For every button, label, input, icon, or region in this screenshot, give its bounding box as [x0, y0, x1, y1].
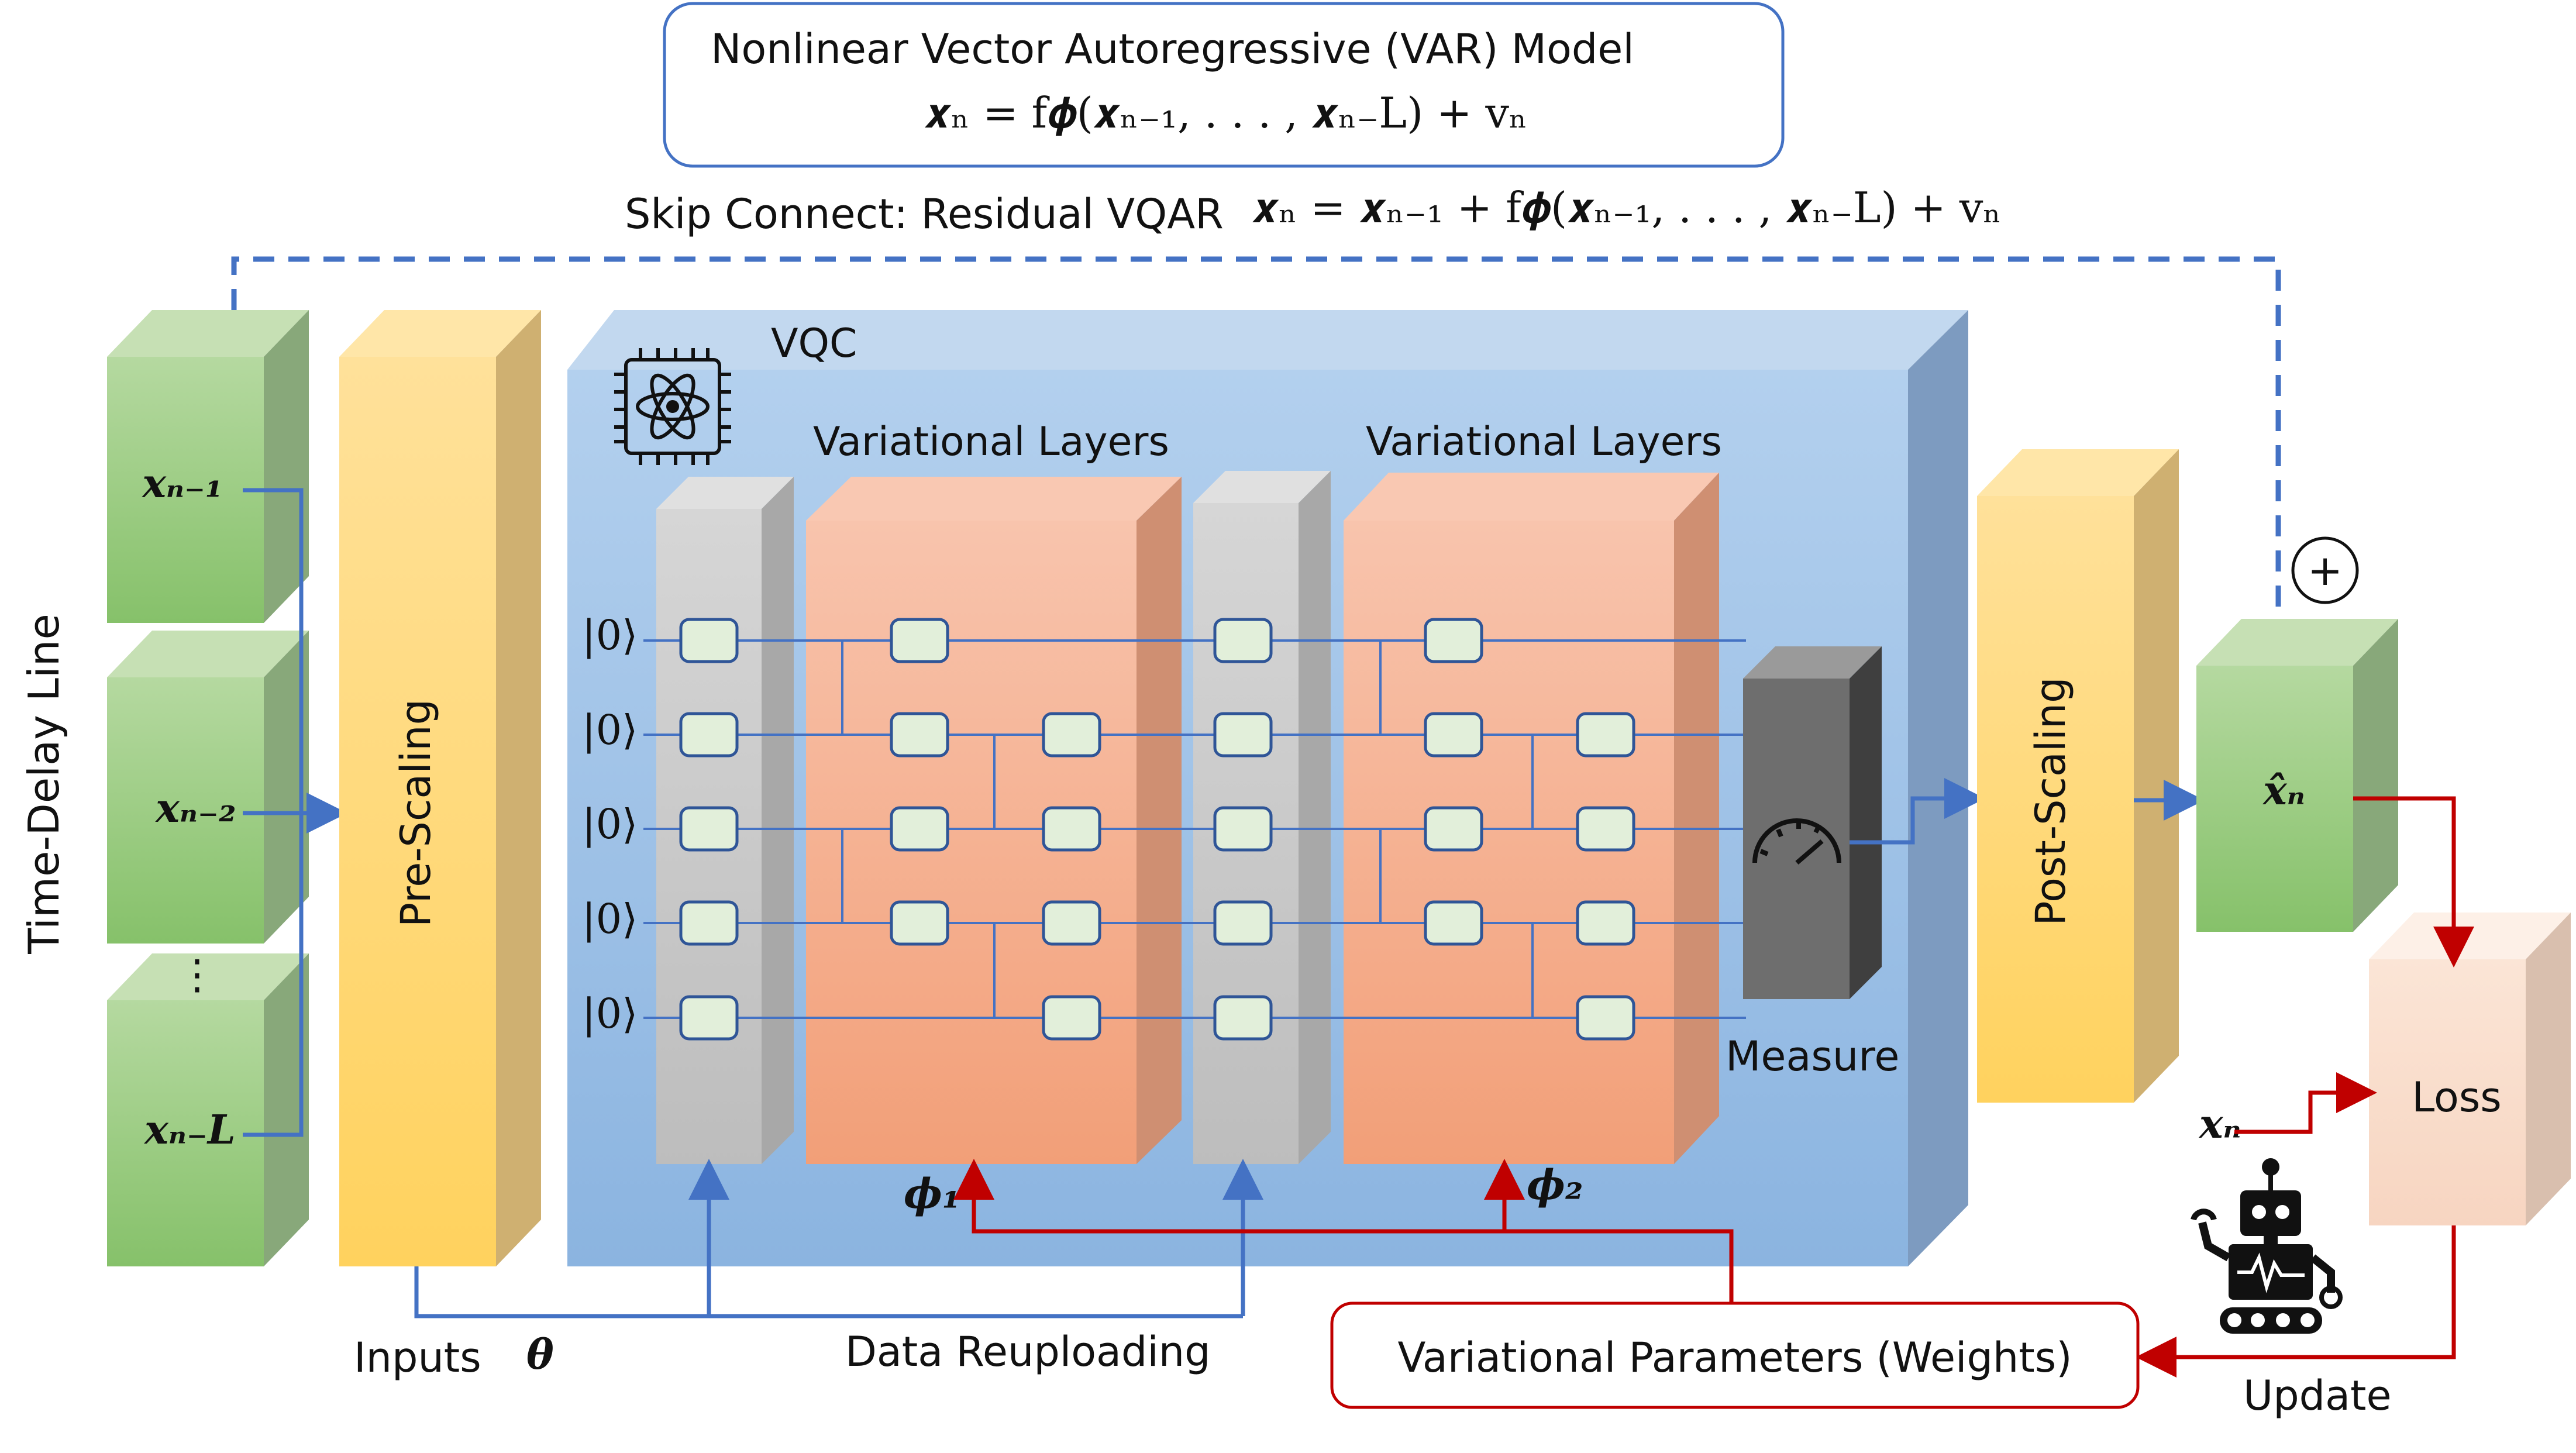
data-reuploading-label: Data Reuploading — [845, 1328, 1211, 1376]
skip-connection-dashed-arrow — [231, 256, 2305, 672]
quantum-gate — [1576, 806, 1635, 852]
measure-block — [1743, 646, 1882, 999]
variational-block-2 — [1344, 473, 1719, 1164]
qubit-init-2: |0⟩ — [582, 706, 638, 754]
qubit-wires — [643, 639, 1746, 1019]
vertical-ellipsis: ⋮ — [177, 951, 218, 998]
quantum-chip-icon — [614, 348, 731, 465]
phi1-label: 𝝓₁ — [904, 1169, 960, 1218]
quantum-gate — [1042, 806, 1101, 852]
measure-to-post-arrow — [1850, 778, 1985, 845]
weights-label: Variational Parameters (Weights) — [1397, 1334, 2072, 1382]
input-label-x-n-L: 𝒙ₙ₋L — [143, 1107, 235, 1154]
input-block-x-n-1: 𝒙ₙ₋₁ — [107, 310, 309, 623]
quantum-gate — [1213, 712, 1273, 758]
quantum-gate — [1213, 995, 1273, 1041]
quantum-gate — [1424, 806, 1483, 852]
quantum-gate — [679, 806, 739, 852]
quantum-gate — [679, 995, 739, 1041]
quantum-gate — [1424, 712, 1483, 758]
plus-sign: + — [2308, 546, 2343, 595]
quantum-gate — [890, 618, 949, 663]
meter-icon — [1752, 818, 1841, 865]
variational-layers-label-2: Variational Layers — [1366, 419, 1722, 465]
weights-box: Variational Parameters (Weights) — [1330, 1301, 2140, 1409]
var-model-box: Nonlinear Vector Autoregressive (VAR) Mo… — [663, 2, 1785, 168]
quantum-gate — [1042, 995, 1101, 1041]
qubit-init-1: |0⟩ — [582, 611, 638, 659]
variational-layers-label-1: Variational Layers — [813, 419, 1169, 465]
post-scaling-label: Post-Scaling — [2027, 677, 2075, 925]
quantum-gates — [679, 618, 1635, 1041]
measure-label: Measure — [1726, 1032, 1900, 1080]
quantum-gate — [679, 618, 739, 663]
theta-label: 𝜽 — [526, 1330, 554, 1379]
quantum-gate — [890, 712, 949, 758]
input-label-x-n-2: 𝒙ₙ₋₂ — [154, 785, 236, 832]
var-model-equation: 𝒙ₙ = f𝝓(𝒙ₙ₋₁, . . . , 𝒙ₙ₋L) + vₙ — [924, 88, 1527, 137]
quantum-gate — [1042, 900, 1101, 946]
quantum-gate — [1042, 712, 1101, 758]
skip-connect-equation: 𝒙ₙ = 𝒙ₙ₋₁ + f𝝓(𝒙ₙ₋₁, . . . , 𝒙ₙ₋L) + vₙ — [1252, 183, 2002, 232]
pre-scaling-block: Pre-Scaling — [339, 310, 541, 1266]
loss-label: Loss — [2412, 1073, 2502, 1121]
time-delay-label: Time-Delay Line — [19, 614, 68, 955]
skip-connect-label: Skip Connect: Residual VQAR — [625, 190, 1224, 238]
inputs-label: Inputs — [354, 1334, 481, 1382]
entangling-connectors — [841, 641, 1534, 1018]
quantum-gate — [1576, 712, 1635, 758]
quantum-gate — [890, 900, 949, 946]
output-label-xhat: 𝒙̂ₙ — [2262, 767, 2305, 814]
quantum-gate — [1424, 900, 1483, 946]
phi2-label: 𝝓₂ — [1527, 1161, 1583, 1209]
post-scaling-block: Post-Scaling — [1977, 449, 2179, 1103]
target-to-loss-arrow — [2234, 1072, 2377, 1134]
quantum-gate — [679, 900, 739, 946]
input-block-x-n-L: 𝒙ₙ₋L — [107, 953, 309, 1266]
vqc-label: VQC — [771, 321, 857, 367]
robot-icon — [2191, 1158, 2343, 1334]
var-model-title: Nonlinear Vector Autoregressive (VAR) Mo… — [711, 25, 1634, 73]
encoding-block-2 — [1193, 471, 1331, 1164]
xhat-to-loss-arrow — [2353, 796, 2474, 967]
loss-block: Loss — [2369, 913, 2571, 1225]
qubit-init-4: |0⟩ — [582, 895, 638, 943]
quantum-gate — [1213, 806, 1273, 852]
quantum-gate — [890, 806, 949, 852]
input-block-x-n-2: 𝒙ₙ₋₂ — [107, 631, 309, 944]
weights-to-phi1-arrow — [953, 1159, 1734, 1303]
quantum-gate — [1576, 995, 1635, 1041]
qubit-init-5: |0⟩ — [582, 990, 638, 1038]
loss-target-label: 𝒙ₙ — [2198, 1101, 2241, 1148]
output-block-xhat: 𝒙̂ₙ — [2196, 619, 2398, 932]
quantum-gate — [1576, 900, 1635, 946]
plus-circle-icon: + — [2291, 536, 2359, 604]
quantum-gate — [1213, 900, 1273, 946]
update-label: Update — [2243, 1372, 2392, 1420]
input-label-x-n-1: 𝒙ₙ₋₁ — [141, 460, 222, 507]
quantum-gate — [679, 712, 739, 758]
reuploading-line — [414, 1266, 1243, 1318]
quantum-gate — [1213, 618, 1273, 663]
qubit-init-3: |0⟩ — [582, 800, 638, 848]
pre-scaling-label: Pre-Scaling — [392, 699, 440, 927]
quantum-gate — [1424, 618, 1483, 663]
update-arrow — [2136, 1225, 2456, 1378]
